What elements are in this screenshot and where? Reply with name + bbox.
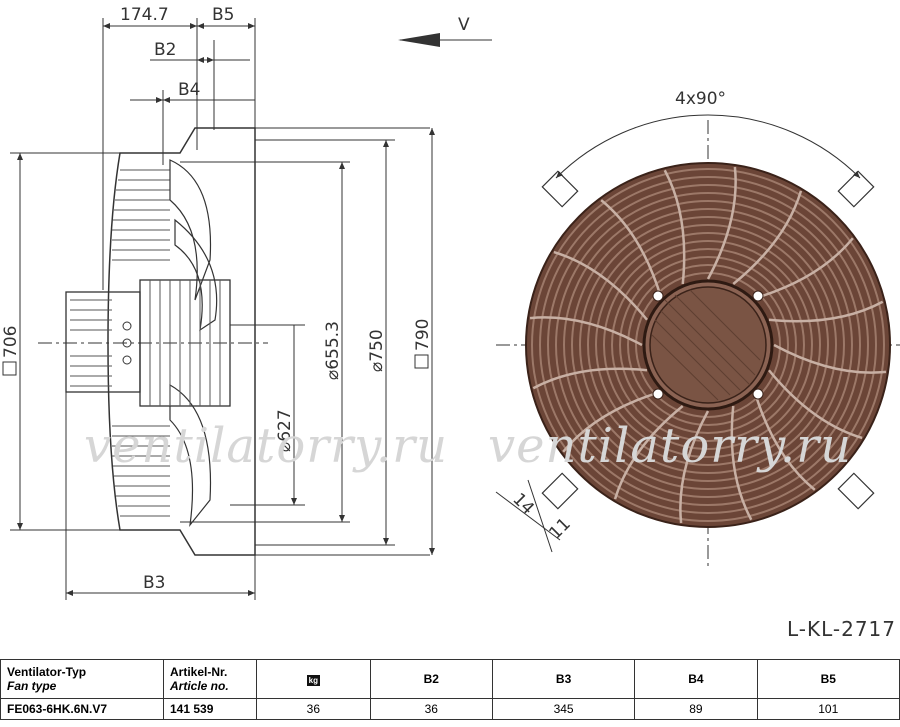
cell-b3: 345	[491, 698, 636, 720]
cell-article: 141 539	[163, 698, 257, 720]
guard-spoke	[768, 369, 863, 440]
cell-b5: 101	[756, 698, 900, 720]
guard-ring	[619, 256, 797, 434]
header-fan-type-en: Fan type	[7, 679, 57, 693]
watermark-left: ventilatorry.ru	[84, 418, 448, 474]
guard-ring	[579, 216, 837, 474]
dim-b2-label: B2	[154, 40, 176, 60]
guard-spoke	[730, 405, 753, 521]
technical-drawing: 174.7 B5 B2 B4 B3 V 706 790 ⌀750 ⌀655.3 …	[1, 5, 900, 600]
dim-dia-655: ⌀655.3	[323, 321, 343, 380]
weight-icon: kg	[306, 675, 320, 686]
guard-ring	[555, 192, 861, 498]
guard-spoke	[768, 300, 884, 323]
guard-ring	[627, 264, 789, 426]
cell-weight: 36	[256, 698, 371, 720]
guard-ring	[587, 224, 829, 466]
header-fan-type-de: Ventilator-Typ	[7, 665, 87, 679]
header-weight: kg	[256, 659, 371, 699]
header-article: Artikel-Nr. Article no.	[163, 659, 257, 699]
cell-fan-type: FE063-6HK.6N.V7	[0, 698, 164, 720]
cell-b4: 89	[634, 698, 758, 720]
guard-spoke	[732, 190, 803, 285]
guard-ring	[547, 184, 869, 506]
guard-ring	[571, 208, 845, 482]
dim-174-7: 174.7	[120, 5, 169, 25]
guard-ring	[603, 240, 813, 450]
header-fan-type: Ventilator-Typ Fan type	[0, 659, 164, 699]
guard-spoke	[754, 237, 854, 300]
guard-spoke	[753, 391, 816, 491]
guard-spoke	[600, 199, 663, 299]
header-article-de: Artikel-Nr.	[170, 665, 228, 679]
header-b5: B5	[756, 659, 900, 699]
dim-14: 14	[508, 489, 537, 518]
header-article-en: Article no.	[170, 679, 229, 693]
watermark-right: ventilatorry.ru	[488, 418, 852, 474]
guard-ring	[595, 232, 821, 458]
side-view	[10, 18, 492, 600]
side-view-labels: 174.7 B5 B2 B4 B3 V 706 790 ⌀750 ⌀655.3 …	[1, 5, 470, 593]
dim-b4-label: B4	[178, 80, 200, 100]
guard-spoke	[773, 343, 887, 374]
guard-spoke	[562, 390, 662, 453]
spec-table-header: Ventilator-Typ Fan type Artikel-Nr. Arti…	[0, 659, 900, 699]
guard-ring	[611, 248, 805, 442]
dim-790: 790	[413, 319, 433, 351]
guard-spoke	[553, 250, 648, 321]
header-b4: B4	[634, 659, 758, 699]
dim-dia-627: ⌀627	[275, 409, 295, 452]
guard-spoke	[532, 367, 648, 390]
table-row: FE063-6HK.6N.V7 141 539 36 36 345 89 101	[0, 698, 900, 720]
guard-spoke	[706, 166, 737, 280]
guard-spoke	[679, 410, 710, 524]
guard-ring	[531, 168, 885, 522]
dim-11: 11	[545, 514, 574, 543]
drawing-code: L-KL-2717	[786, 617, 896, 641]
header-b3: B3	[491, 659, 636, 699]
guard-ring	[635, 272, 781, 418]
header-b2: B2	[369, 659, 493, 699]
cell-b2: 36	[369, 698, 493, 720]
dim-b5-label: B5	[212, 5, 234, 25]
spec-table: Ventilator-Typ Fan type Artikel-Nr. Arti…	[0, 659, 900, 720]
angle-label: 4x90°	[675, 89, 726, 109]
guard-spoke	[529, 316, 643, 347]
dim-706: 706	[1, 326, 21, 358]
guard-spoke	[663, 169, 686, 285]
guard-ring	[563, 200, 853, 490]
view-v-label: V	[458, 15, 470, 35]
dim-b3-label: B3	[143, 573, 165, 593]
front-view: 4x90° 14 11	[495, 89, 900, 570]
guard-spoke	[613, 405, 684, 500]
dim-dia-750: ⌀750	[367, 329, 387, 372]
